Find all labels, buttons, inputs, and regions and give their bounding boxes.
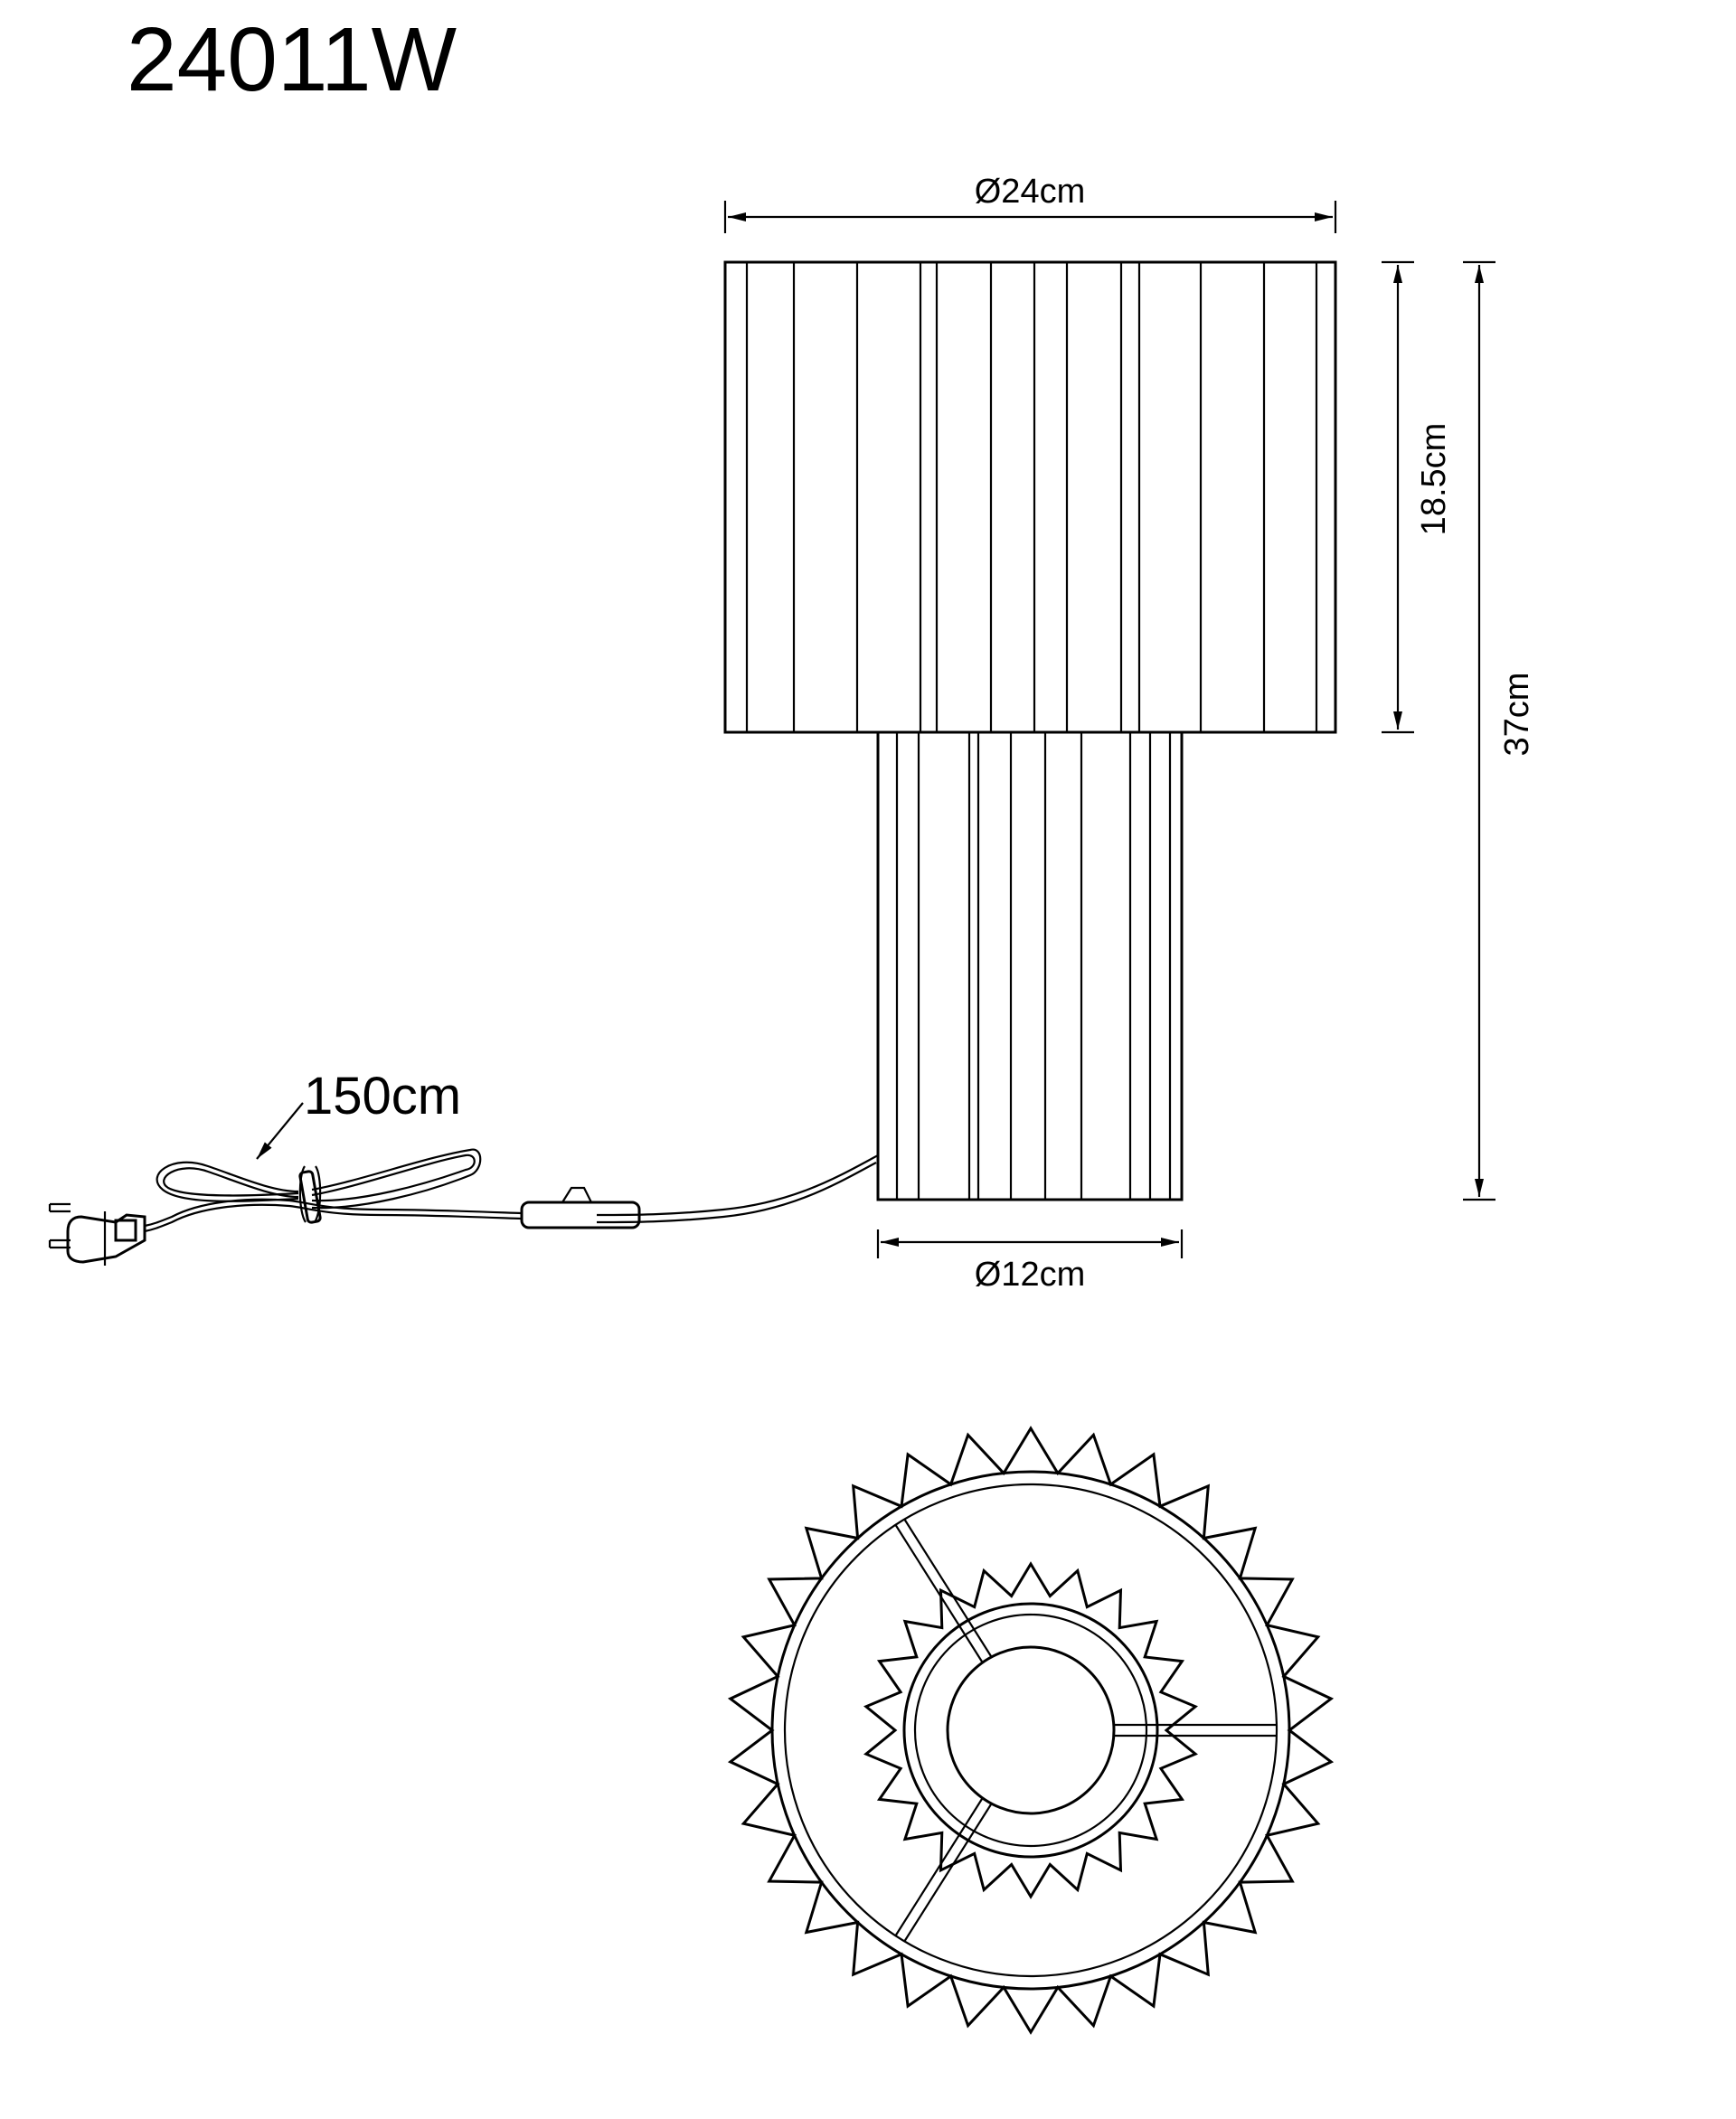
lamp-base (876, 730, 1184, 1201)
power-cable (144, 1148, 879, 1233)
top-view (727, 1426, 1335, 2035)
model-number-title: 24011W (127, 9, 458, 110)
base-diameter-dimension: Ø12cm (876, 1229, 1184, 1294)
shade-diameter-label: Ø24cm (975, 173, 1085, 211)
shade-height-label: 18.5cm (1415, 423, 1453, 536)
cable-length-label: 150cm (304, 1067, 461, 1125)
power-plug (48, 1202, 146, 1266)
cable-length-callout: 150cm (256, 1067, 461, 1160)
total-height-dimension: 37cm (1463, 260, 1536, 1201)
lamp-shade (723, 260, 1337, 734)
shade-diameter-dimension: Ø24cm (723, 173, 1337, 233)
total-height-label: 37cm (1498, 673, 1536, 757)
base-diameter-label: Ø12cm (975, 1256, 1085, 1294)
shade-height-dimension: 18.5cm (1382, 260, 1453, 734)
shade-spokes (894, 1518, 1277, 1943)
